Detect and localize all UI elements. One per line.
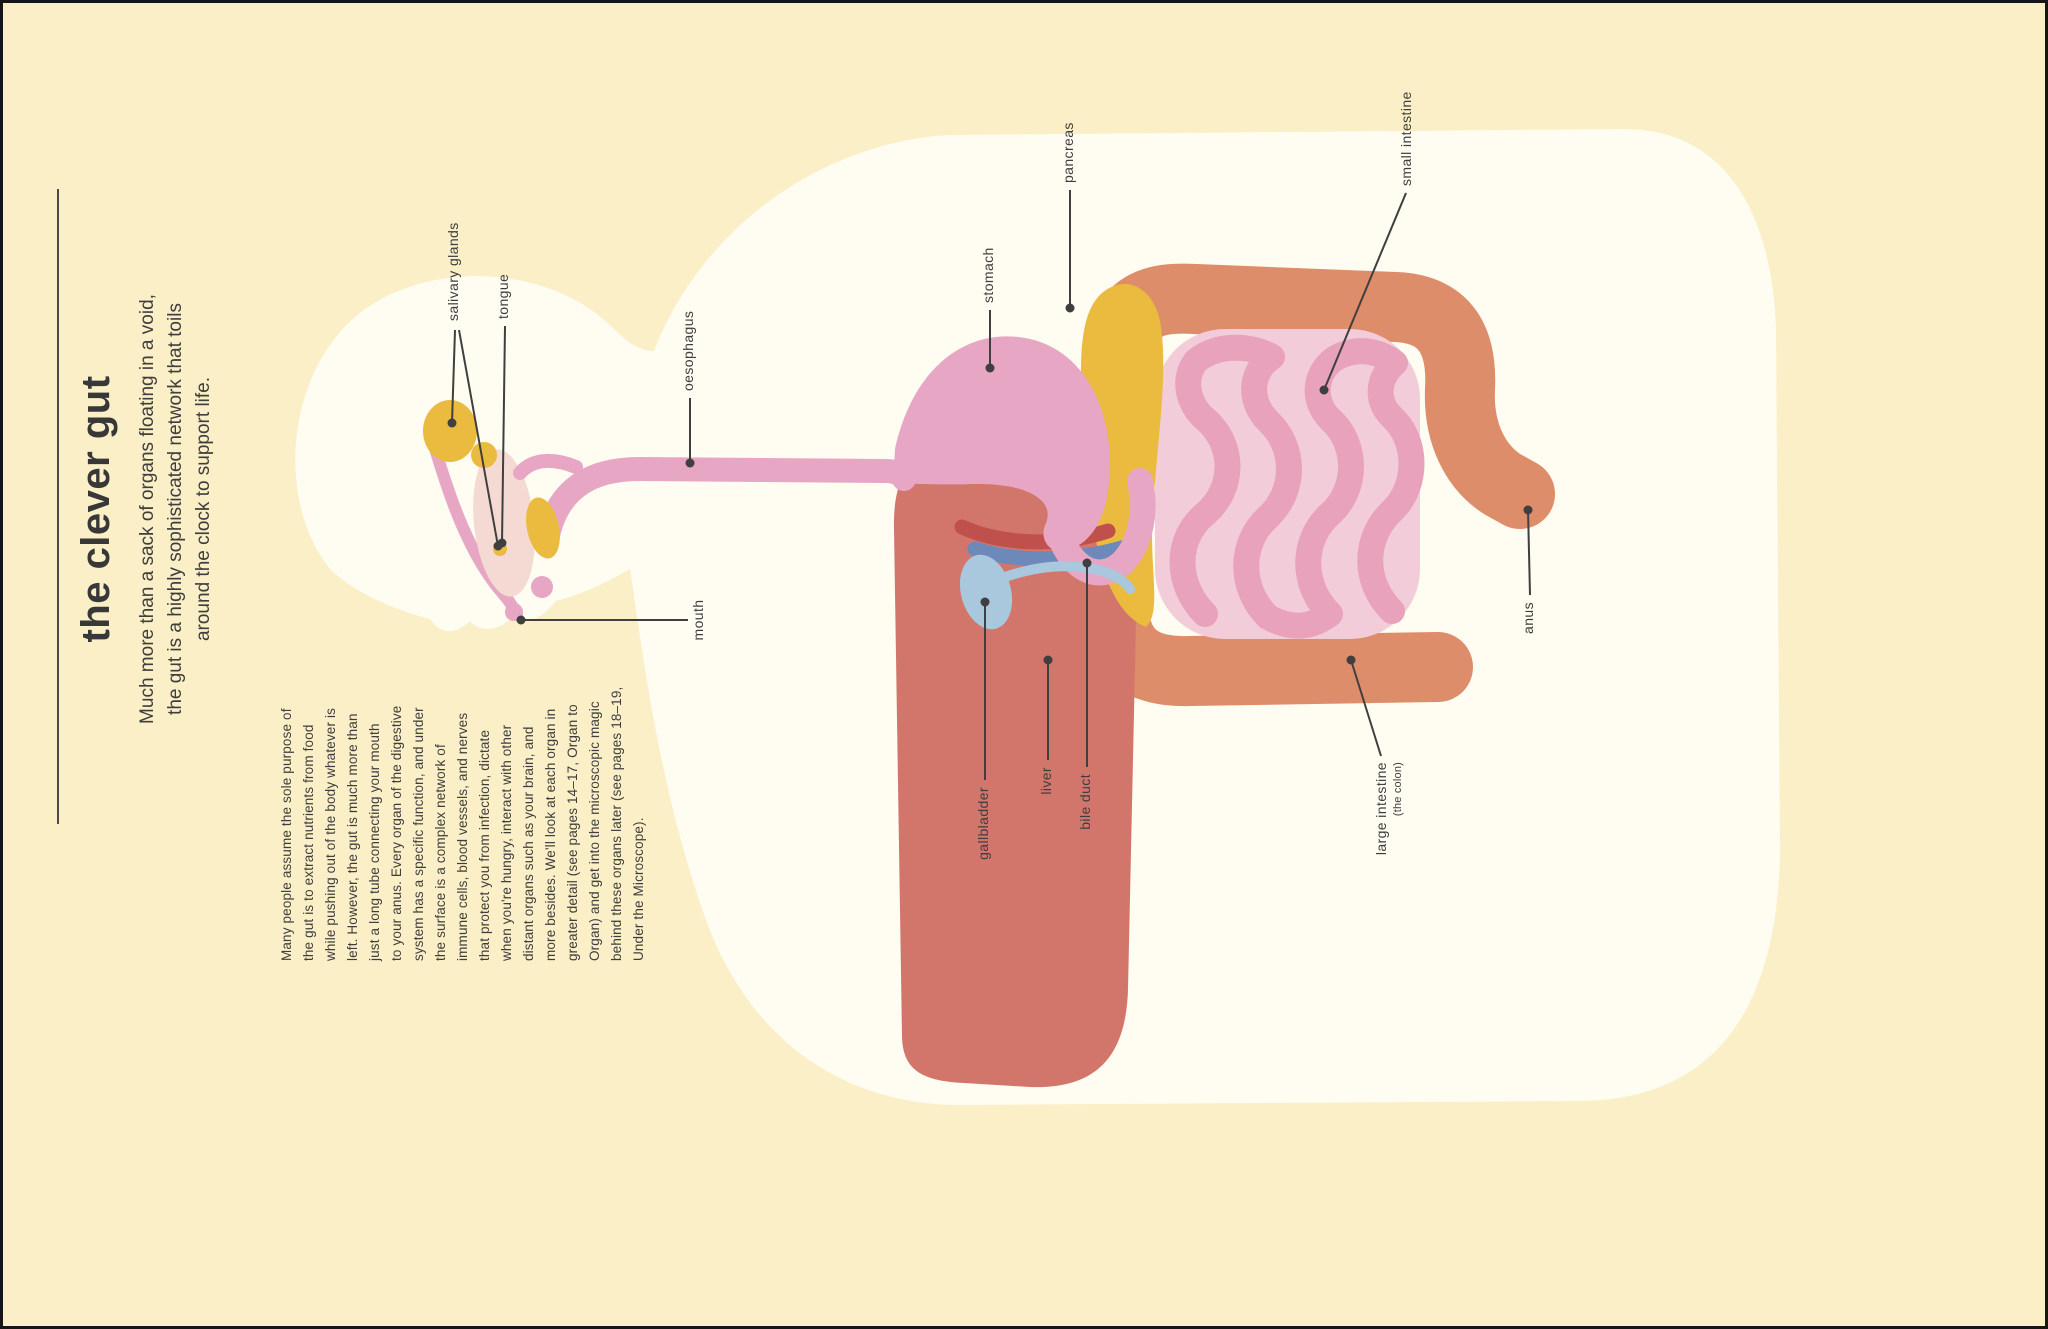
label-tongue: tongue [495,274,512,319]
label-text: oesophagus [680,310,696,391]
gallbladder-shape [959,554,1013,630]
stomach-shape [893,336,1111,552]
label-text: mouth [690,599,706,641]
leader-dot-gallbladder [980,597,990,607]
leader-line-large-intestine [1350,659,1382,757]
bile-duct-tube [1000,561,1135,594]
pharynx-line [513,453,583,480]
leader-dot-bile-duct [1082,558,1092,568]
leader-dot-stomach [985,363,995,373]
leader-dot-oesophagus [685,458,695,468]
label-small-intestine: small intestine [1398,91,1415,186]
leader-line-tongue [501,325,506,544]
small-intestine-coils [1169,334,1425,639]
label-salivary-glands: salivary glands [445,222,462,321]
label-liver: liver [1038,767,1055,795]
label-bile-duct: bile duct [1077,774,1094,830]
label-text: anus [1520,602,1536,634]
label-text: stomach [980,247,996,303]
label-stomach: stomach [980,247,997,303]
leader-line-salivary-glands [451,329,456,424]
salivary-gland-parotid [423,400,477,462]
label-text: tongue [495,273,511,319]
leader-line-anus [1527,509,1531,596]
leader-dot-pancreas [1065,303,1075,313]
label-text: small intestine [1398,91,1414,186]
label-text: salivary glands [445,222,461,321]
label-oesophagus: oesophagus [680,311,697,391]
leader-dot-tongue [497,538,507,548]
leader-dot-large-intestine [1346,655,1356,665]
leader-dot-mouth [516,615,526,625]
label-text: pancreas [1060,122,1076,183]
label-text: large intestine [1373,762,1389,856]
leader-line-small-intestine [1323,192,1407,391]
leader-line-salivary-glands [458,329,499,547]
leader-dot-salivary-glands [447,418,457,428]
leader-dot-liver [1043,655,1053,665]
liver-shape [893,436,1139,1088]
vessel-red [954,519,1116,550]
label-large-intestine: large intestine(the colon) [1373,762,1407,855]
leader-dot-anus [1523,505,1533,515]
label-text: gallbladder [975,787,991,860]
label-anus: anus [1520,602,1537,634]
salivary-gland-sublingual [526,497,560,559]
label-mouth: mouth [690,560,707,680]
label-gallbladder: gallbladder [975,787,992,860]
leader-dot-small-intestine [1319,385,1329,395]
salivary-gland-submandibular [471,442,497,468]
label-text: liver [1038,767,1054,795]
label-text: bile duct [1077,774,1093,830]
tongue-shape [473,449,535,597]
mouth-floor-shape [531,576,553,598]
label-pancreas: pancreas [1060,122,1077,183]
label-subtext: (the colon) [1392,762,1404,817]
